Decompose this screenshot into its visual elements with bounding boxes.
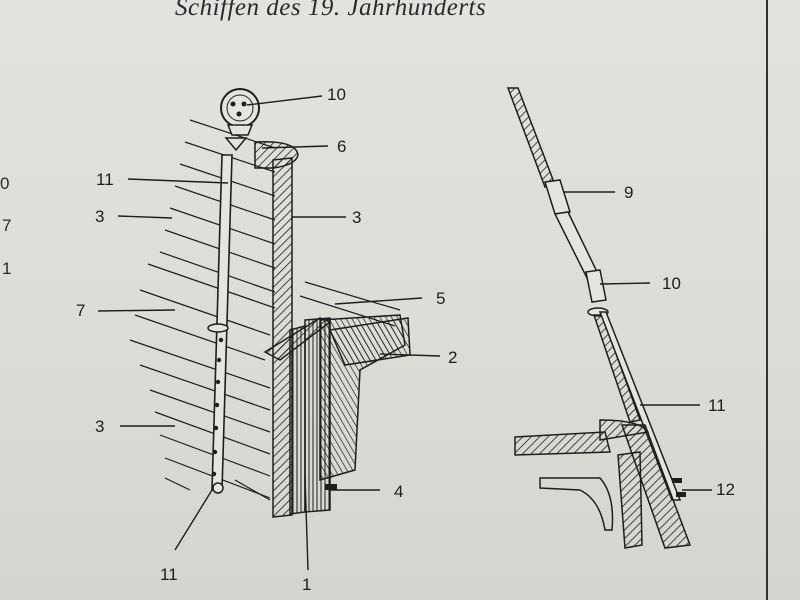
margin-number: 0 (0, 174, 10, 193)
label-11-right: 11 (708, 396, 726, 415)
label-1: 1 (302, 575, 312, 594)
label-2: 2 (448, 348, 458, 367)
label-3-right: 3 (352, 208, 362, 227)
rod-holes (211, 337, 224, 477)
left-figure (97, 88, 441, 571)
label-4: 4 (394, 482, 404, 501)
label-10-right: 10 (662, 274, 681, 293)
label-5: 5 (436, 289, 446, 308)
page-edge-rule (766, 0, 768, 600)
margin-number: 7 (2, 216, 12, 235)
label-3-left-bottom: 3 (95, 417, 105, 436)
page-header: Schiffen des 19. Jahrhunderts (175, 0, 487, 21)
right-leader-lines (564, 191, 712, 491)
label-11-top: 11 (96, 170, 114, 189)
label-9: 9 (624, 183, 634, 202)
label-7: 7 (76, 301, 86, 320)
label-3-left-top: 3 (95, 207, 105, 226)
label-11-bottom: 11 (160, 565, 178, 584)
label-6: 6 (337, 137, 347, 156)
leader-lines (97, 95, 441, 571)
margin-number: 1 (2, 259, 12, 278)
label-12: 12 (716, 480, 735, 499)
label-10-left: 10 (327, 85, 346, 104)
right-figure (506, 87, 712, 549)
